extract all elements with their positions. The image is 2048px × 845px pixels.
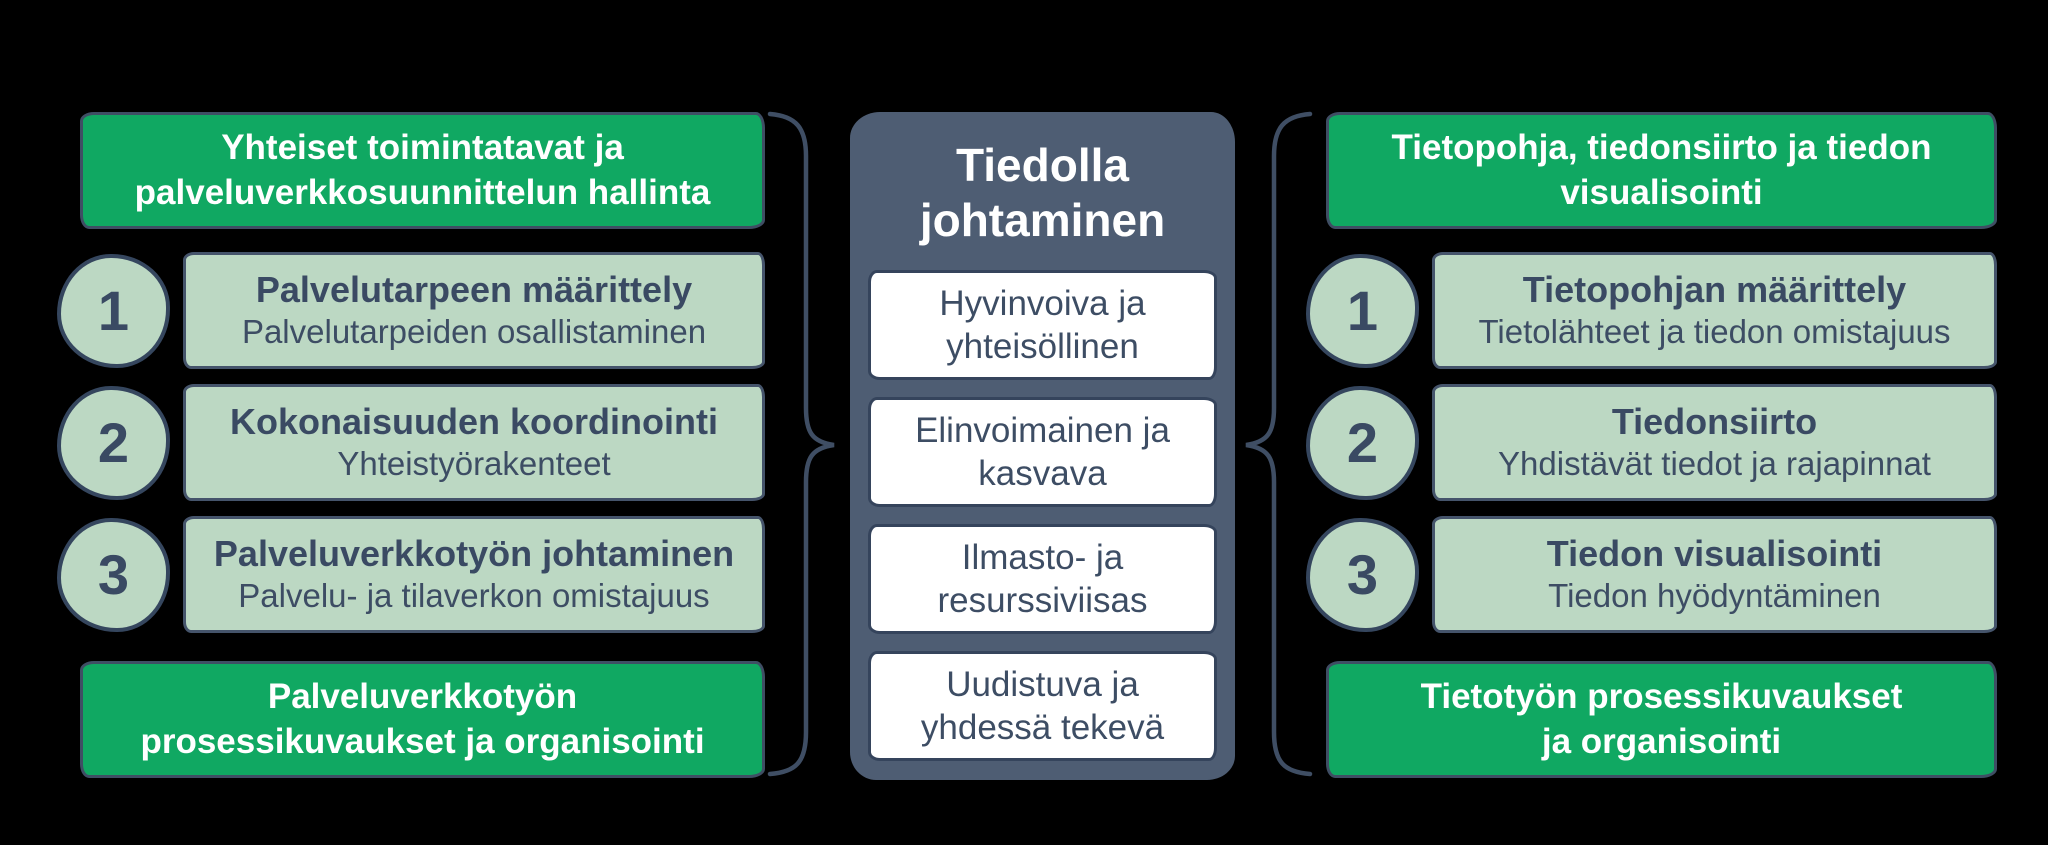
left-step-3-number: 3 (97, 543, 130, 606)
right-step-2-box: Tiedonsiirto Yhdistävät tiedot ja rajapi… (1432, 384, 1997, 501)
left-step-2-box: Kokonaisuuden koordinointi Yhteistyörake… (183, 384, 765, 501)
right-step-2-circle: 2 (1306, 385, 1419, 500)
right-step-1-circle: 1 (1306, 253, 1419, 368)
right-rows: 1 Tietopohjan määrittely Tietolähteet ja… (1306, 252, 1997, 648)
left-header-banner: Yhteiset toimintatavat ja palveluverkkos… (80, 112, 765, 229)
center-panel: Tiedolla johtaminen Hyvinvoiva ja yhteis… (850, 112, 1235, 780)
left-row-2: 2 Kokonaisuuden koordinointi Yhteistyöra… (57, 384, 765, 501)
left-step-2-circle: 2 (57, 385, 170, 500)
center-item-2: Elinvoimainen ja kasvava (868, 397, 1217, 508)
center-item-3-text: Ilmasto- ja resurssiviisas (937, 537, 1148, 621)
left-column: Yhteiset toimintatavat ja palveluverkkos… (57, 112, 765, 778)
center-item-4-text: Uudistuva ja yhdessä tekevä (920, 664, 1165, 748)
right-step-3-title: Tiedon visualisointi (1546, 533, 1883, 575)
left-row-1: 1 Palvelutarpeen määrittely Palvelutarpe… (57, 252, 765, 369)
left-footer-text: Palveluverkkotyön prosessikuvaukset ja o… (140, 677, 705, 761)
left-step-1-subtitle: Palvelutarpeiden osallistaminen (241, 313, 707, 351)
left-footer-banner: Palveluverkkotyön prosessikuvaukset ja o… (80, 661, 765, 778)
left-step-1-title: Palvelutarpeen määrittely (255, 269, 693, 311)
center-item-2-text: Elinvoimainen ja kasvava (915, 410, 1170, 494)
left-step-1-circle: 1 (57, 253, 170, 368)
left-step-3-subtitle: Palvelu- ja tilaverkon omistajuus (238, 577, 710, 615)
left-step-1-box: Palvelutarpeen määrittely Palvelutarpeid… (183, 252, 765, 369)
left-step-2-subtitle: Yhteistyörakenteet (337, 445, 611, 483)
center-item-4: Uudistuva ja yhdessä tekevä (868, 651, 1217, 762)
right-row-2: 2 Tiedonsiirto Yhdistävät tiedot ja raja… (1306, 384, 1997, 501)
right-header-banner: Tietopohja, tiedonsiirto ja tiedon visua… (1326, 112, 1997, 229)
right-step-2-subtitle: Yhdistävät tiedot ja rajapinnat (1498, 445, 1931, 483)
left-brace (767, 111, 835, 777)
left-step-1-number: 1 (97, 279, 130, 342)
right-row-3: 3 Tiedon visualisointi Tiedon hyödyntämi… (1306, 516, 1997, 633)
right-step-1-subtitle: Tietolähteet ja tiedon omistajuus (1478, 313, 1951, 351)
right-step-2-title: Tiedonsiirto (1611, 401, 1818, 443)
right-header-text: Tietopohja, tiedonsiirto ja tiedon visua… (1391, 128, 1932, 212)
right-row-1: 1 Tietopohjan määrittely Tietolähteet ja… (1306, 252, 1997, 369)
center-item-1: Hyvinvoiva ja yhteisöllinen (868, 270, 1217, 381)
right-step-2-number: 2 (1346, 411, 1379, 474)
right-brace (1245, 111, 1313, 777)
right-step-3-box: Tiedon visualisointi Tiedon hyödyntämine… (1432, 516, 1997, 633)
right-step-1-box: Tietopohjan määrittely Tietolähteet ja t… (1432, 252, 1997, 369)
left-step-3-circle: 3 (57, 517, 170, 632)
left-step-2-number: 2 (97, 411, 130, 474)
left-rows: 1 Palvelutarpeen määrittely Palvelutarpe… (57, 252, 765, 648)
center-item-1-text: Hyvinvoiva ja yhteisöllinen (939, 283, 1146, 367)
right-footer-text: Tietotyön prosessikuvaukset ja organisoi… (1420, 677, 1903, 761)
right-step-1-title: Tietopohjan määrittely (1522, 269, 1907, 311)
left-header-text: Yhteiset toimintatavat ja palveluverkkos… (134, 128, 711, 212)
right-column: Tietopohja, tiedonsiirto ja tiedon visua… (1306, 112, 1997, 778)
center-item-3: Ilmasto- ja resurssiviisas (868, 524, 1217, 635)
right-step-3-circle: 3 (1306, 517, 1419, 632)
right-step-3-number: 3 (1346, 543, 1379, 606)
right-footer-banner: Tietotyön prosessikuvaukset ja organisoi… (1326, 661, 1997, 778)
left-row-3: 3 Palveluverkkotyön johtaminen Palvelu- … (57, 516, 765, 633)
center-panel-title: Tiedolla johtaminen (919, 139, 1166, 247)
right-step-1-number: 1 (1346, 279, 1379, 342)
left-step-3-box: Palveluverkkotyön johtaminen Palvelu- ja… (183, 516, 765, 633)
left-step-2-title: Kokonaisuuden koordinointi (230, 401, 718, 443)
left-step-3-title: Palveluverkkotyön johtaminen (213, 533, 735, 575)
right-step-3-subtitle: Tiedon hyödyntäminen (1548, 577, 1881, 615)
